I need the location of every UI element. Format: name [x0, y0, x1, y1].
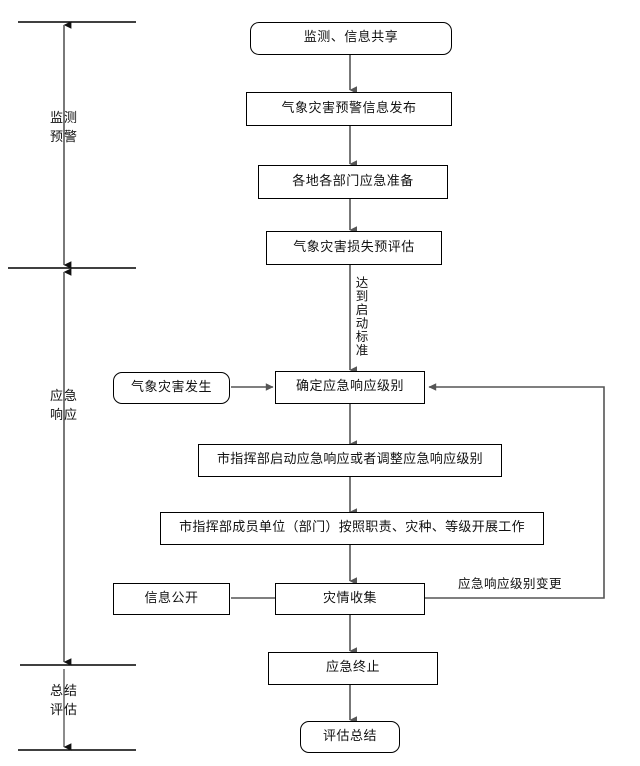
- phase-label-review-line2: 评估: [49, 702, 78, 718]
- phase-label-monitor: 监测 预警: [19, 110, 109, 148]
- edge-label-activation-threshold: 达到启动标准: [353, 274, 369, 359]
- phase-label-review-line1: 总结: [49, 684, 78, 699]
- node-city-hq-activate-or-adjust[interactable]: 市指挥部启动应急响应或者调整应急响应级别: [198, 444, 502, 477]
- phase-label-review: 总结 评估: [19, 683, 109, 721]
- node-assessment-summary[interactable]: 评估总结: [300, 721, 400, 753]
- node-disaster-occurs[interactable]: 气象灾害发生: [113, 372, 230, 404]
- edge-label-response-level-change: 应急响应级别变更: [456, 573, 565, 592]
- flow-connectors: [231, 54, 605, 724]
- phase-label-response-line1: 应急: [49, 389, 78, 404]
- node-information-disclosure[interactable]: 信息公开: [113, 583, 230, 615]
- node-member-units-work[interactable]: 市指挥部成员单位（部门）按照职责、灾种、等级开展工作: [160, 512, 544, 545]
- node-emergency-termination[interactable]: 应急终止: [268, 652, 438, 685]
- node-determine-response-level[interactable]: 确定应急响应级别: [275, 371, 425, 404]
- phase-label-monitor-line2: 预警: [49, 129, 78, 145]
- node-loss-pre-assessment[interactable]: 气象灾害损失预评估: [266, 231, 442, 265]
- node-disaster-data-collection[interactable]: 灾情收集: [275, 583, 425, 615]
- phase-rail-dividers: [8, 21, 136, 751]
- phase-label-response: 应急 响应: [19, 388, 109, 426]
- node-monitoring-info-sharing[interactable]: 监测、信息共享: [250, 22, 452, 55]
- node-warning-release[interactable]: 气象灾害预警信息发布: [246, 92, 452, 126]
- phase-label-monitor-line1: 监测: [49, 111, 78, 126]
- node-departments-preparation[interactable]: 各地各部门应急准备: [258, 165, 448, 199]
- phase-label-response-line2: 响应: [49, 407, 78, 423]
